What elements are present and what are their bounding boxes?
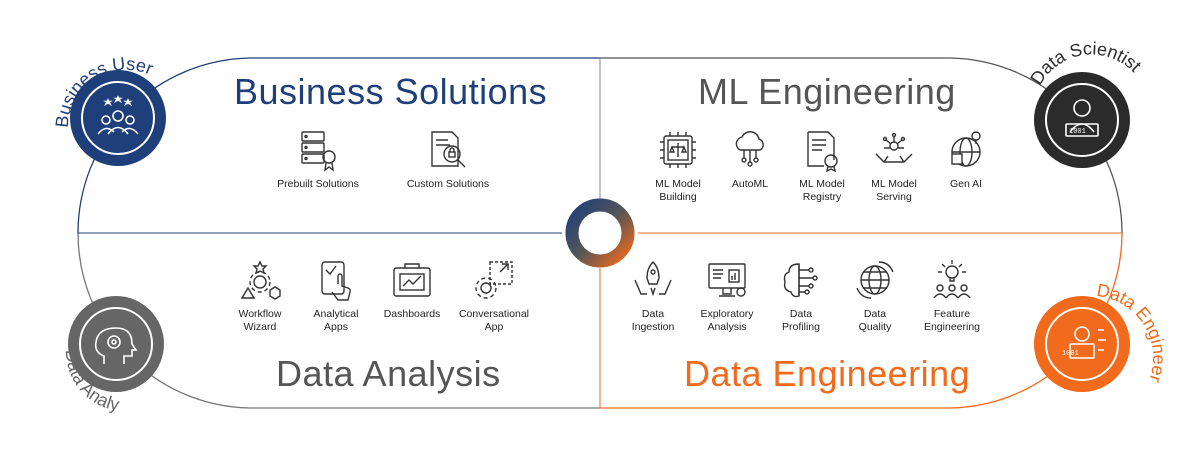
item-label: Gen AI [949,178,983,190]
workflow-wizard-item[interactable]: Workflow Wizard [226,258,294,334]
dashboards-item[interactable]: Dashboards [378,258,446,334]
data-scientist-badge: 1001 [1034,72,1130,168]
document-search-icon [431,131,466,168]
globe-chip-icon [951,131,981,167]
item-label: ML Model Registry [799,178,845,203]
tablet-touch-icon [321,261,351,301]
business-solutions-items: Prebuilt Solutions Custom Solutions [268,128,498,191]
monitor-chart-icon [708,263,746,297]
item-label: ML Model Building [655,178,701,203]
head-gear-icon [94,327,138,364]
item-label: Data Profiling [782,308,820,333]
feature-engineering-item[interactable]: Feature Engineering [918,258,986,334]
ml-model-registry-item[interactable]: ML Model Registry [792,128,852,204]
data-analysis-title: Data Analysis [276,353,501,394]
item-label: Dashboards [383,308,441,320]
item-label: Data Ingestion [631,308,675,333]
users-stars-icon [97,95,139,135]
item-label: Exploratory Analysis [700,308,754,333]
engineer-code-icon: 1001 [1062,326,1106,359]
brain-circuit-icon [783,263,818,298]
svg-text:1001: 1001 [1069,128,1086,136]
data-ingestion-item[interactable]: Data Ingestion [622,258,684,334]
item-label: Prebuilt Solutions [277,178,359,190]
data-quality-item[interactable]: Data Quality [844,258,906,334]
business-user-badge [70,70,166,166]
exploratory-analysis-item[interactable]: Exploratory Analysis [696,258,758,334]
data-profiling-item[interactable]: Data Profiling [770,258,832,334]
data-analysis-items: Workflow Wizard Analytical Apps Dashboar… [226,258,534,334]
gear-expand-icon [475,261,513,299]
briefcase-chart-icon [393,263,431,297]
item-label: Analytical Apps [313,308,359,333]
ml-model-building-item[interactable]: ML Model Building [648,128,708,204]
automl-item[interactable]: AutoML [720,128,780,204]
hands-rocket-icon [634,261,672,297]
prebuilt-solutions-item[interactable]: Prebuilt Solutions [268,128,368,191]
data-engineering-items: Data Ingestion Exploratory Analysis Data… [622,258,986,334]
center-ring [565,198,635,268]
conversational-app-item[interactable]: Conversational App [454,258,534,334]
item-label: ML Model Serving [871,178,917,203]
chip-scale-icon [660,132,696,168]
server-badge-icon [301,131,336,172]
custom-solutions-item[interactable]: Custom Solutions [398,128,498,191]
globe-cycle-icon [856,261,894,299]
ml-engineering-title: ML Engineering [698,71,956,112]
business-solutions-title: Business Solutions [234,71,548,112]
data-analyst-badge [68,296,164,392]
hands-network-icon [875,132,913,163]
ml-model-serving-item[interactable]: ML Model Serving [864,128,924,204]
analytical-apps-item[interactable]: Analytical Apps [302,258,370,334]
data-engineering-title: Data Engineering [684,353,971,394]
item-label: AutoML [731,178,769,190]
svg-text:1001: 1001 [1062,350,1079,358]
scientist-laptop-icon: 1001 [1065,99,1099,137]
item-label: Custom Solutions [406,178,490,190]
item-label: Workflow Wizard [238,308,282,333]
item-label: Data Quality [858,308,892,333]
item-label: Feature Engineering [923,308,981,333]
bulb-team-icon [933,260,971,299]
item-label: Conversational App [458,308,530,333]
ml-engineering-items: ML Model Building AutoML ML Model Regist… [648,128,996,204]
document-badge-icon [807,131,838,172]
data-engineer-badge: 1001 [1034,296,1130,392]
gen-ai-item[interactable]: Gen AI [936,128,996,204]
cloud-network-icon [735,131,764,167]
workflow-gear-icon [240,260,281,300]
